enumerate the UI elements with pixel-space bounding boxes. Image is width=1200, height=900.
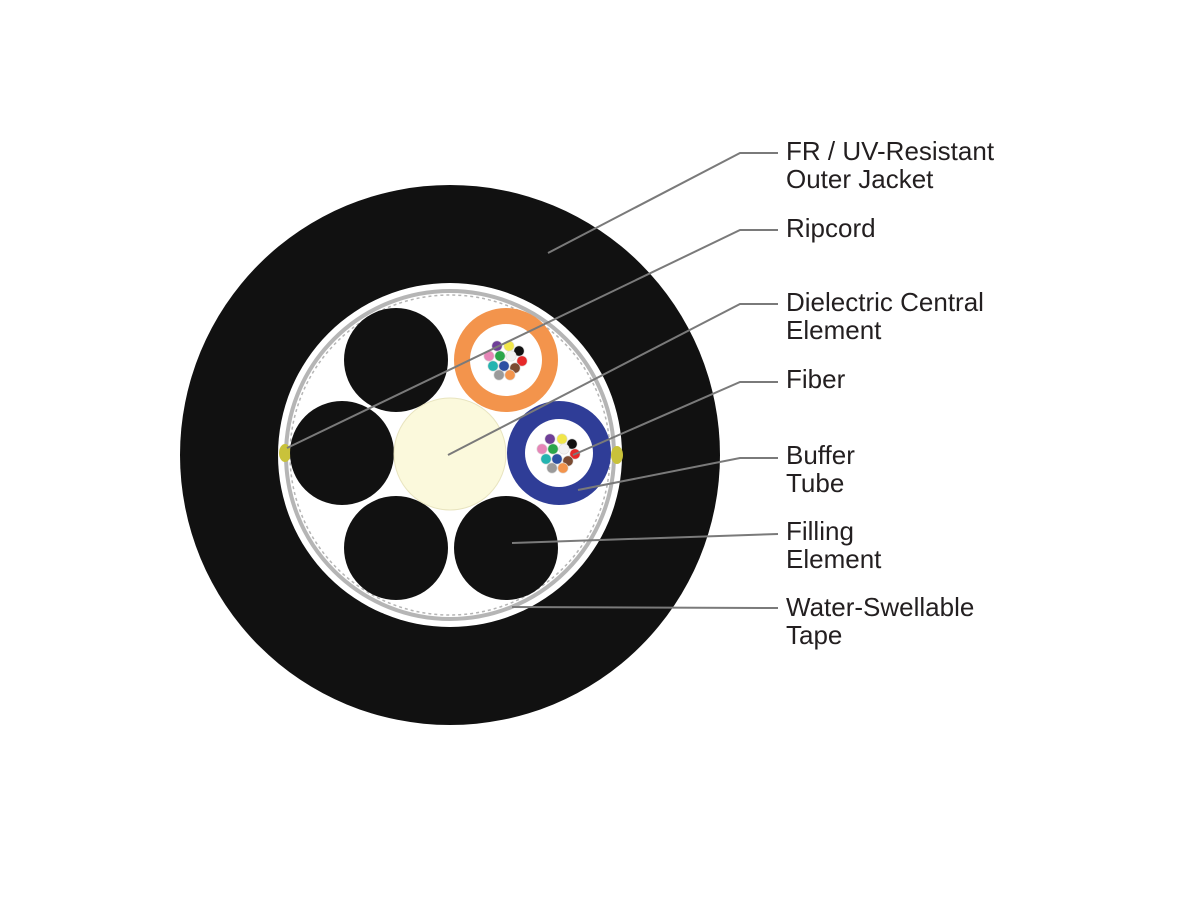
label-outer-jacket: FR / UV-Resistant Outer Jacket [786,137,994,193]
leader-line-filling-element [511,533,779,544]
leader-line-water-tape [511,606,779,609]
filling-element-bottom-left [344,496,448,600]
fiber-strand [551,453,563,465]
label-line: Element [786,544,882,574]
label-line: Ripcord [786,213,876,243]
label-line: Dielectric Central [786,287,984,317]
fiber-strand [505,350,517,362]
label-line: Fiber [786,364,846,394]
leader-lines [286,152,779,609]
fiber-strand [557,462,569,474]
fiber-bundle-orange [483,340,528,381]
fiber-strand [556,433,568,445]
filling-element-bottom-right [454,496,558,600]
leader-line-fiber [572,381,778,456]
fiber-bundle-blue [536,433,581,474]
filling-element-left [290,401,394,505]
buffer-tube-blue-core [525,419,593,487]
fiber-strand [566,438,578,450]
label-buffer-tube: Buffer Tube [786,441,855,497]
label-line: Tube [786,468,845,498]
fiber-strand [504,369,516,381]
fiber-strand [544,433,556,445]
fiber-strand [516,355,528,367]
filling-element-top-left [344,308,448,412]
fiber-strand [498,360,510,372]
label-fiber: Fiber [786,365,845,393]
label-water-tape: Water-Swellable Tape [786,593,974,649]
label-line: Outer Jacket [786,164,934,194]
leader-line-ripcord [286,229,778,449]
fiber-strand [547,443,559,455]
label-line: Filling [786,516,854,546]
label-line: Tape [786,620,843,650]
fiber-strand [494,350,506,362]
leader-line-buffer-tube [577,457,778,491]
label-filling-element: Filling Element [786,517,881,573]
fiber-strand [558,443,570,455]
leader-line-outer-jacket [547,152,778,254]
fiber-strand [493,369,505,381]
label-line: Buffer [786,440,855,470]
fiber-strand [546,462,558,474]
label-line: Element [786,315,882,345]
ripcord-right [611,446,623,464]
fiber-strand [513,345,525,357]
fiber-strand [540,453,552,465]
fiber-strand [536,443,548,455]
leader-line-central-element [447,303,778,456]
fiber-strand [487,360,499,372]
label-line: Water-Swellable [786,592,975,622]
label-central-element: Dielectric Central Element [786,288,984,344]
label-line: FR / UV-Resistant [786,136,995,166]
label-ripcord: Ripcord [786,214,876,242]
buffer-tube-orange-core [470,324,542,396]
